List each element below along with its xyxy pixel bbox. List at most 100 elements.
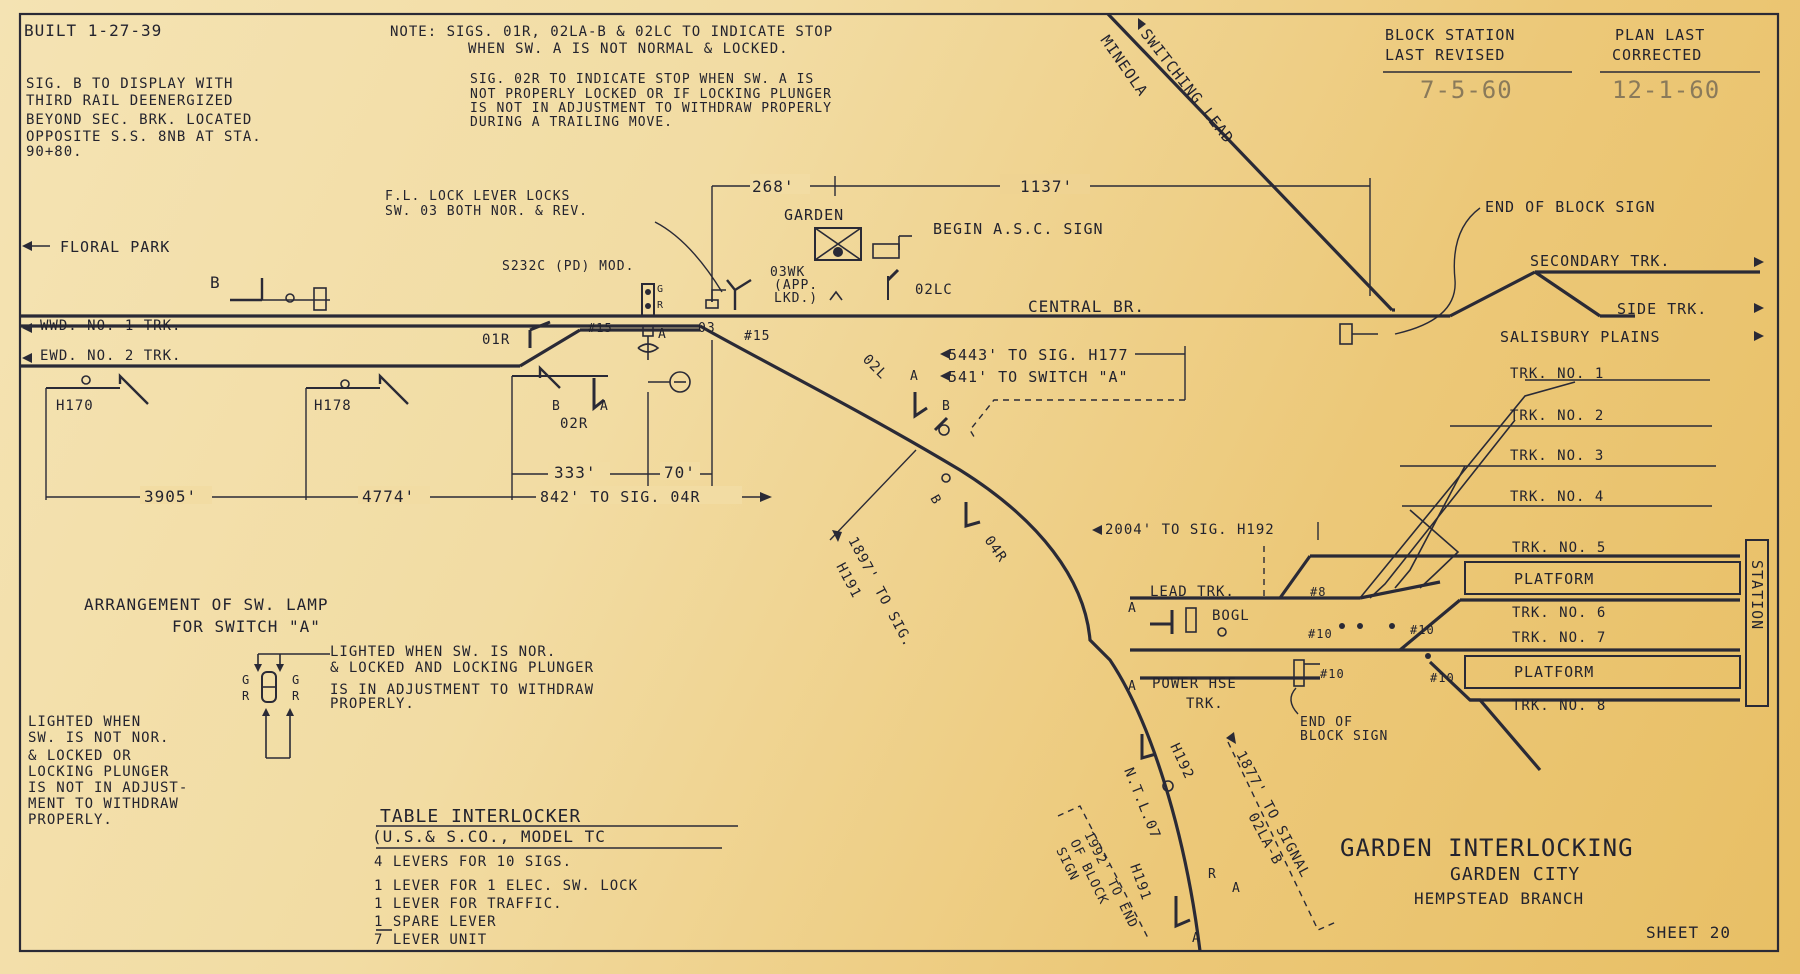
garden-station-box — [814, 227, 862, 261]
dim-268: 268' — [752, 177, 795, 196]
sig-03wk-label: 03WK (APP. LKD.) — [770, 265, 827, 306]
sig-04r-label: 04R — [981, 533, 1010, 565]
sig-h178-label: H178 — [314, 398, 352, 414]
lead-to-yard — [1359, 580, 1441, 600]
sheet-border — [18, 12, 1780, 953]
title: GARDEN INTERLOCKING — [1340, 834, 1634, 862]
note-2-line: IS NOT IN ADJUSTMENT TO WITHDRAW PROPERL… — [470, 101, 832, 116]
note-2: SIG. 02R TO INDICATE STOP WHEN SW. A IS … — [470, 72, 841, 130]
sig-h170-lamp — [81, 375, 91, 385]
table-line: 7 LEVER UNIT — [374, 932, 487, 948]
bogl-lamp — [1217, 627, 1227, 637]
platform-1-label: PLATFORM — [1514, 570, 1594, 588]
dim-arrow — [760, 492, 772, 502]
lighted-nor-line: PROPERLY. — [330, 696, 415, 712]
floral-park-label: FLORAL PARK — [60, 238, 170, 256]
lighted-nor-note: LIGHTED WHEN SW. IS NOR. & LOCKED AND LO… — [330, 644, 603, 712]
lbl-b-1: B — [552, 399, 561, 414]
sig-02r-b-arm — [538, 365, 561, 389]
sig-b-note-line: 90+80. — [26, 144, 83, 160]
sig-b-note-line: OPPOSITE S.S. 8NB AT STA. — [26, 129, 262, 145]
sig-h170-label: H170 — [56, 398, 94, 414]
sig-b-box — [313, 287, 327, 311]
lamp-g-left: G — [242, 673, 250, 687]
sig-01r-label: 01R — [482, 332, 510, 348]
crossover-10a — [1398, 598, 1462, 652]
sig-b-lamp — [285, 293, 295, 303]
bogl-label: BOGL — [1212, 608, 1250, 624]
lighted-not-line: IS NOT IN ADJUST- — [28, 780, 188, 796]
station-label: STATION — [1748, 560, 1766, 630]
trk-3-label: TRK. NO. 3 — [1510, 448, 1604, 464]
ewd-label: EWD. NO. 2 TRK. — [40, 348, 181, 364]
table-interlocker-title-1: TABLE INTERLOCKER — [380, 806, 581, 827]
fl-lock-note: F.L. LOCK LEVER LOCKS SW. 03 BOTH NOR. &… — [385, 189, 588, 219]
sw-8: #8 — [1310, 585, 1326, 599]
note-2-line: DURING A TRAILING MOVE. — [470, 115, 673, 130]
sig-03wk-line: (APP. — [774, 278, 818, 293]
side-arrow — [1754, 303, 1764, 313]
dim-333: 333' — [554, 463, 597, 482]
power-trk-label: TRK. — [1186, 696, 1224, 712]
s232c-label: S232C (PD) MOD. — [502, 259, 634, 274]
table-line: 4 LEVERS FOR 10 SIGS. — [374, 854, 572, 870]
dim-bg — [536, 486, 742, 504]
sw-10c: #10 — [1320, 667, 1345, 681]
switch-point — [1389, 623, 1395, 629]
garden-label: GARDEN — [784, 206, 844, 224]
platform-2-label: PLATFORM — [1514, 663, 1594, 681]
built-date: BUILT 1-27-39 — [24, 21, 162, 40]
switch-a-lamp — [637, 343, 660, 353]
switching-lead-label: SWITCHING LEAD — [1137, 25, 1238, 147]
secondary-arrow — [1754, 257, 1764, 267]
lamp-leader-bottom — [265, 712, 291, 759]
dim-3905: 3905' — [144, 487, 197, 506]
central-br-label: CENTRAL BR. — [1028, 297, 1145, 316]
table-line: 1 LEVER FOR 1 ELEC. SW. LOCK — [374, 878, 638, 894]
platform-lower — [1464, 655, 1741, 689]
table-line: 1 LEVER FOR TRAFFIC. — [374, 896, 563, 912]
dim-bg — [140, 486, 212, 504]
dim-arrow — [940, 371, 950, 381]
sig-01r-icon — [528, 320, 551, 348]
switch-lamp-indicator-icon — [669, 371, 691, 393]
sw-10b: #10 — [1410, 623, 1435, 637]
sig-b-note-line: BEYOND SEC. BRK. LOCATED — [26, 112, 252, 128]
sig-04r-lamp — [941, 473, 951, 483]
sig-bogl-icon — [1150, 610, 1174, 634]
dim-1137: 1137' — [1020, 177, 1073, 196]
fl-lock-line: SW. 03 BOTH NOR. & REV. — [385, 204, 588, 219]
dim-arrow — [940, 349, 950, 359]
platform-upper — [1464, 561, 1741, 595]
dim-2004: 2004' TO SIG. H192 — [1105, 522, 1275, 538]
sig-02lb-lamp — [938, 424, 950, 436]
note-2-line: NOT PROPERLY LOCKED OR IF LOCKING PLUNGE… — [470, 87, 832, 102]
lighted-not-line: PROPERLY. — [28, 812, 113, 828]
dim-1897-leader — [829, 449, 917, 541]
trk-3-lead — [1394, 465, 1466, 589]
fl-lock-leader — [654, 221, 723, 293]
table-interlocker-list: 4 LEVERS FOR 10 SIGS. 1 LEVER FOR 1 ELEC… — [374, 854, 647, 948]
s232c-signal-icon — [641, 283, 655, 317]
trk-7-label: TRK. NO. 7 — [1512, 630, 1606, 646]
station-building — [1745, 539, 1769, 707]
end-block-sign-bottom-icon — [1293, 659, 1305, 687]
lighted-not-line: MENT TO WITHDRAW — [28, 796, 179, 812]
lbl-a-1: A — [600, 399, 609, 414]
sig-03wk-line: 03WK — [770, 265, 805, 280]
sig-h192-icon — [1140, 734, 1157, 760]
dim-bg — [1000, 174, 1090, 194]
dim-70: 70' — [664, 463, 696, 482]
trk-1-label: TRK. NO. 1 — [1510, 366, 1604, 382]
ewd-arrowhead — [22, 353, 32, 363]
end-block-sign-icon — [1339, 323, 1353, 345]
lbl-a6: A — [1192, 931, 1201, 946]
hempstead-main-track — [699, 324, 1202, 952]
note-1-line: NOTE: SIGS. 01R, 02LA-B & 02LC TO INDICA… — [390, 24, 833, 40]
trk-4-label: TRK. NO. 4 — [1510, 489, 1604, 505]
switch-lamp-title-2: FOR SWITCH "A" — [172, 617, 321, 636]
dim-arrow — [832, 530, 842, 542]
sw-15a: #15 — [588, 321, 613, 335]
sig-02r-label: 02R — [560, 416, 588, 432]
table-line: 1 SPARE LEVER — [374, 914, 497, 930]
